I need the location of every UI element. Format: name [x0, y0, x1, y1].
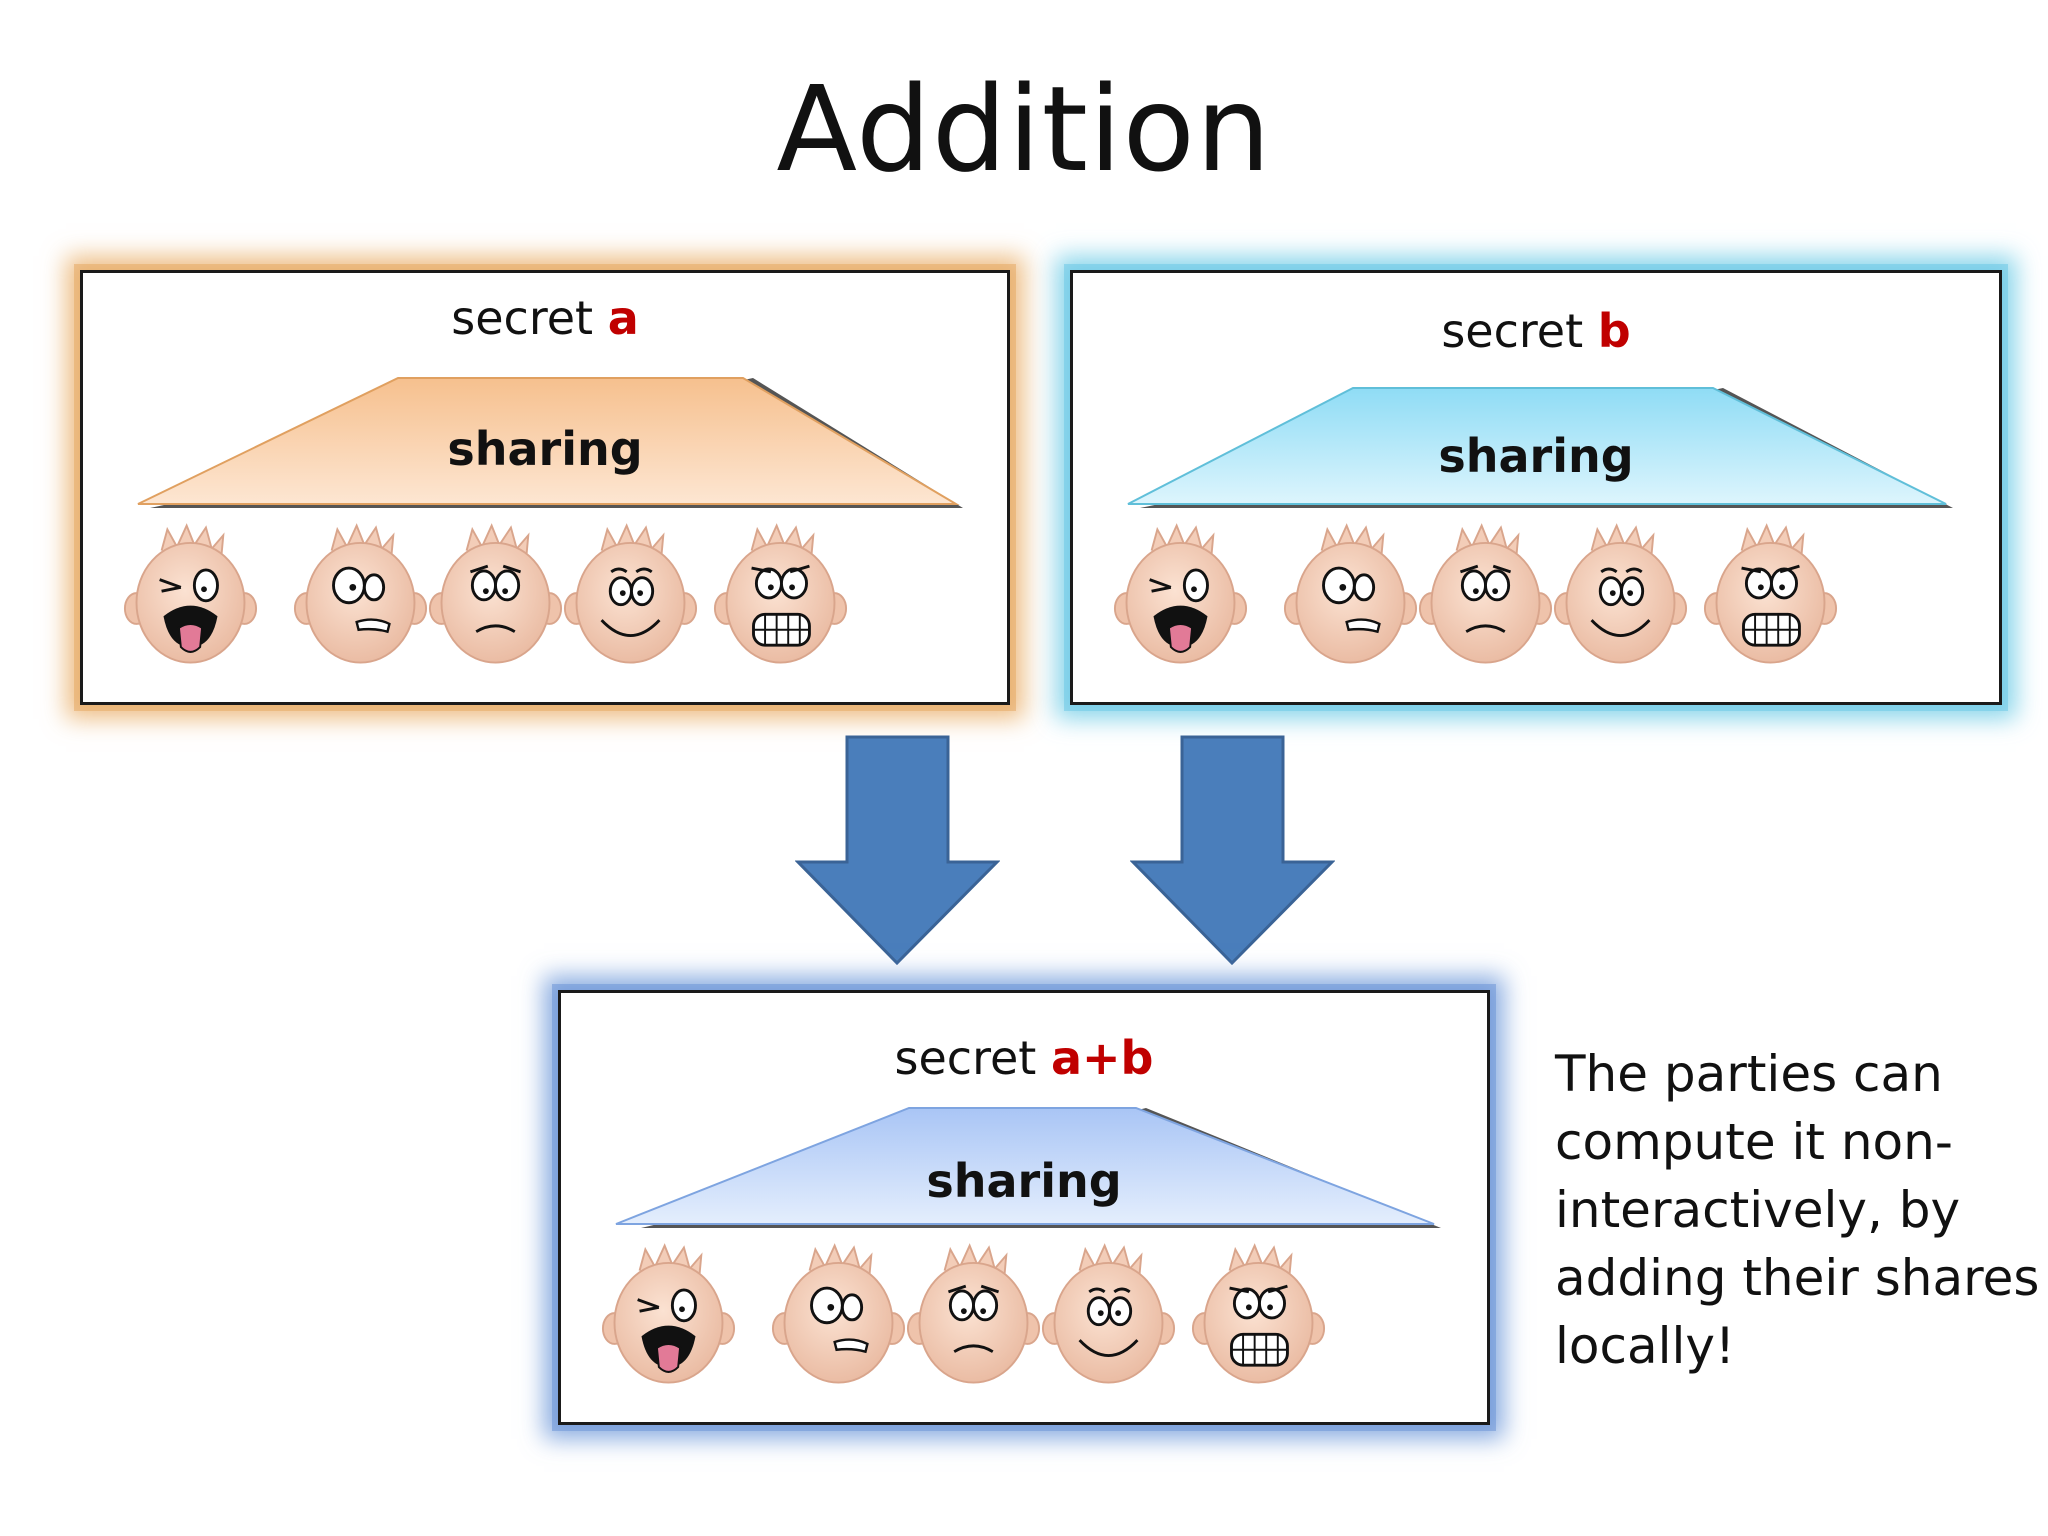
- smiling-face-icon: [563, 521, 698, 671]
- secret-ab-panel: secret a+b sharing: [558, 990, 1490, 1425]
- faces-row-ab: [601, 1241, 1451, 1391]
- sharing-trapezoid-ab: [615, 1103, 1446, 1228]
- sharing-label-a: sharing: [447, 422, 643, 476]
- secret-prefix: secret: [1441, 304, 1598, 358]
- secret-var-ab: a+b: [1050, 1031, 1154, 1085]
- caption-line: locally!: [1555, 1317, 1736, 1375]
- caption-line: The parties can: [1555, 1045, 1943, 1103]
- tongue-out-face-icon: [1113, 521, 1248, 671]
- tongue-out-face-icon: [601, 1241, 736, 1391]
- secret-var-a: a: [607, 291, 639, 345]
- caption-line: adding their shares: [1555, 1249, 2040, 1307]
- gritted-teeth-face-icon: [1703, 521, 1838, 671]
- faces-row-a: [123, 521, 973, 671]
- gritted-teeth-face-icon: [1191, 1241, 1326, 1391]
- worried-face-icon: [428, 521, 563, 671]
- sharing-label-ab: sharing: [926, 1154, 1122, 1208]
- smiling-face-icon: [1553, 521, 1688, 671]
- smiling-face-icon: [1041, 1241, 1176, 1391]
- secret-a-label: secret a: [83, 295, 1007, 341]
- secret-b-label: secret b: [1073, 308, 1999, 354]
- caption: The parties can compute it non- interact…: [1555, 1040, 2040, 1380]
- faces-row-b: [1113, 521, 1963, 671]
- sharing-label-b: sharing: [1438, 429, 1634, 483]
- down-arrow-left-icon: [795, 735, 1000, 965]
- secret-ab-label: secret a+b: [561, 1035, 1487, 1081]
- grimace-face-icon: [1283, 521, 1418, 671]
- gritted-teeth-face-icon: [713, 521, 848, 671]
- secret-var-b: b: [1597, 304, 1631, 358]
- grimace-face-icon: [293, 521, 428, 671]
- secret-b-panel: secret b sharing: [1070, 270, 2002, 705]
- secret-prefix: secret: [894, 1031, 1051, 1085]
- grimace-face-icon: [771, 1241, 906, 1391]
- slide-title: Addition: [776, 60, 1272, 198]
- secret-prefix: secret: [451, 291, 608, 345]
- worried-face-icon: [1418, 521, 1553, 671]
- secret-a-panel: secret a sharing: [80, 270, 1010, 705]
- caption-line: compute it non-: [1555, 1113, 1953, 1171]
- down-arrow-right-icon: [1130, 735, 1335, 965]
- worried-face-icon: [906, 1241, 1041, 1391]
- sharing-trapezoid-b: [1127, 383, 1958, 508]
- sharing-trapezoid-a: [137, 368, 968, 508]
- caption-line: interactively, by: [1555, 1181, 1961, 1239]
- tongue-out-face-icon: [123, 521, 258, 671]
